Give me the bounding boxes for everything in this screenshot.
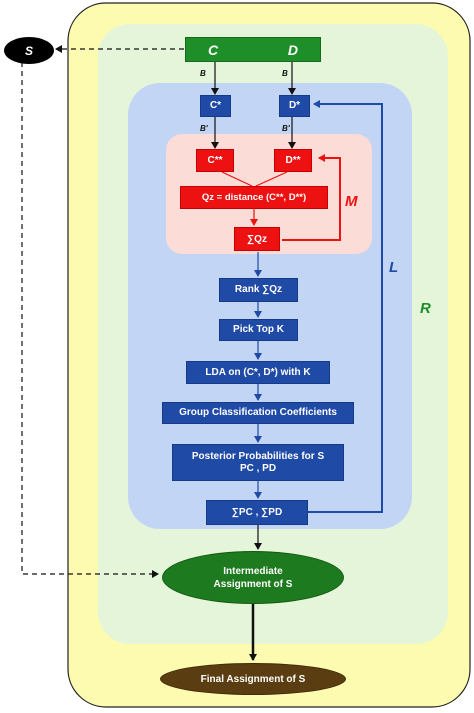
- node-qz: Qz = distance (C**, D**): [180, 186, 328, 209]
- edge-label-b1: B: [200, 69, 206, 78]
- edge-label-b3: B': [200, 124, 208, 133]
- node-sum-qz: ∑Qz: [234, 227, 280, 251]
- node-pick-top: Pick Top K: [219, 319, 298, 341]
- node-intermediate-line1: Intermediate: [223, 565, 283, 577]
- node-posterior-line2: PC , PD: [239, 462, 277, 474]
- node-c-star: C*: [200, 95, 231, 117]
- node-c: C: [208, 41, 219, 58]
- label-r: R: [420, 300, 431, 317]
- node-d: D: [287, 41, 298, 58]
- node-group-coefficients: Group Classification Coefficients: [162, 402, 354, 424]
- node-posterior: Posterior Probabilities for S PC , PD: [172, 444, 344, 481]
- node-rank: Rank ∑Qz: [219, 278, 298, 302]
- node-cd-bar: C D: [185, 37, 321, 62]
- node-posterior-line1: Posterior Probabilities for S: [191, 450, 325, 462]
- loop-m-arrow: [282, 154, 341, 241]
- label-l: L: [389, 259, 399, 276]
- node-c-star2: C**: [196, 149, 234, 172]
- loop-l-arrow: [308, 100, 383, 513]
- label-m: M: [345, 193, 358, 210]
- node-d-star2: D**: [274, 149, 312, 172]
- edge-dstar2-qz: [255, 171, 288, 187]
- node-final-assignment: Final Assignment of S: [160, 663, 346, 695]
- node-intermediate-assignment: Intermediate Assignment of S: [162, 551, 344, 604]
- edge-cstar2-qz: [221, 171, 253, 187]
- node-intermediate-line2: Assignment of S: [213, 578, 293, 590]
- node-d-star: D*: [279, 95, 310, 117]
- node-lda: LDA on (C*, D*) with K: [186, 361, 330, 384]
- node-s: S: [4, 37, 54, 64]
- node-sum-p: ∑PC , ∑PD: [206, 500, 308, 525]
- edge-label-b2: B: [282, 69, 288, 78]
- edge-label-b4: B': [282, 124, 290, 133]
